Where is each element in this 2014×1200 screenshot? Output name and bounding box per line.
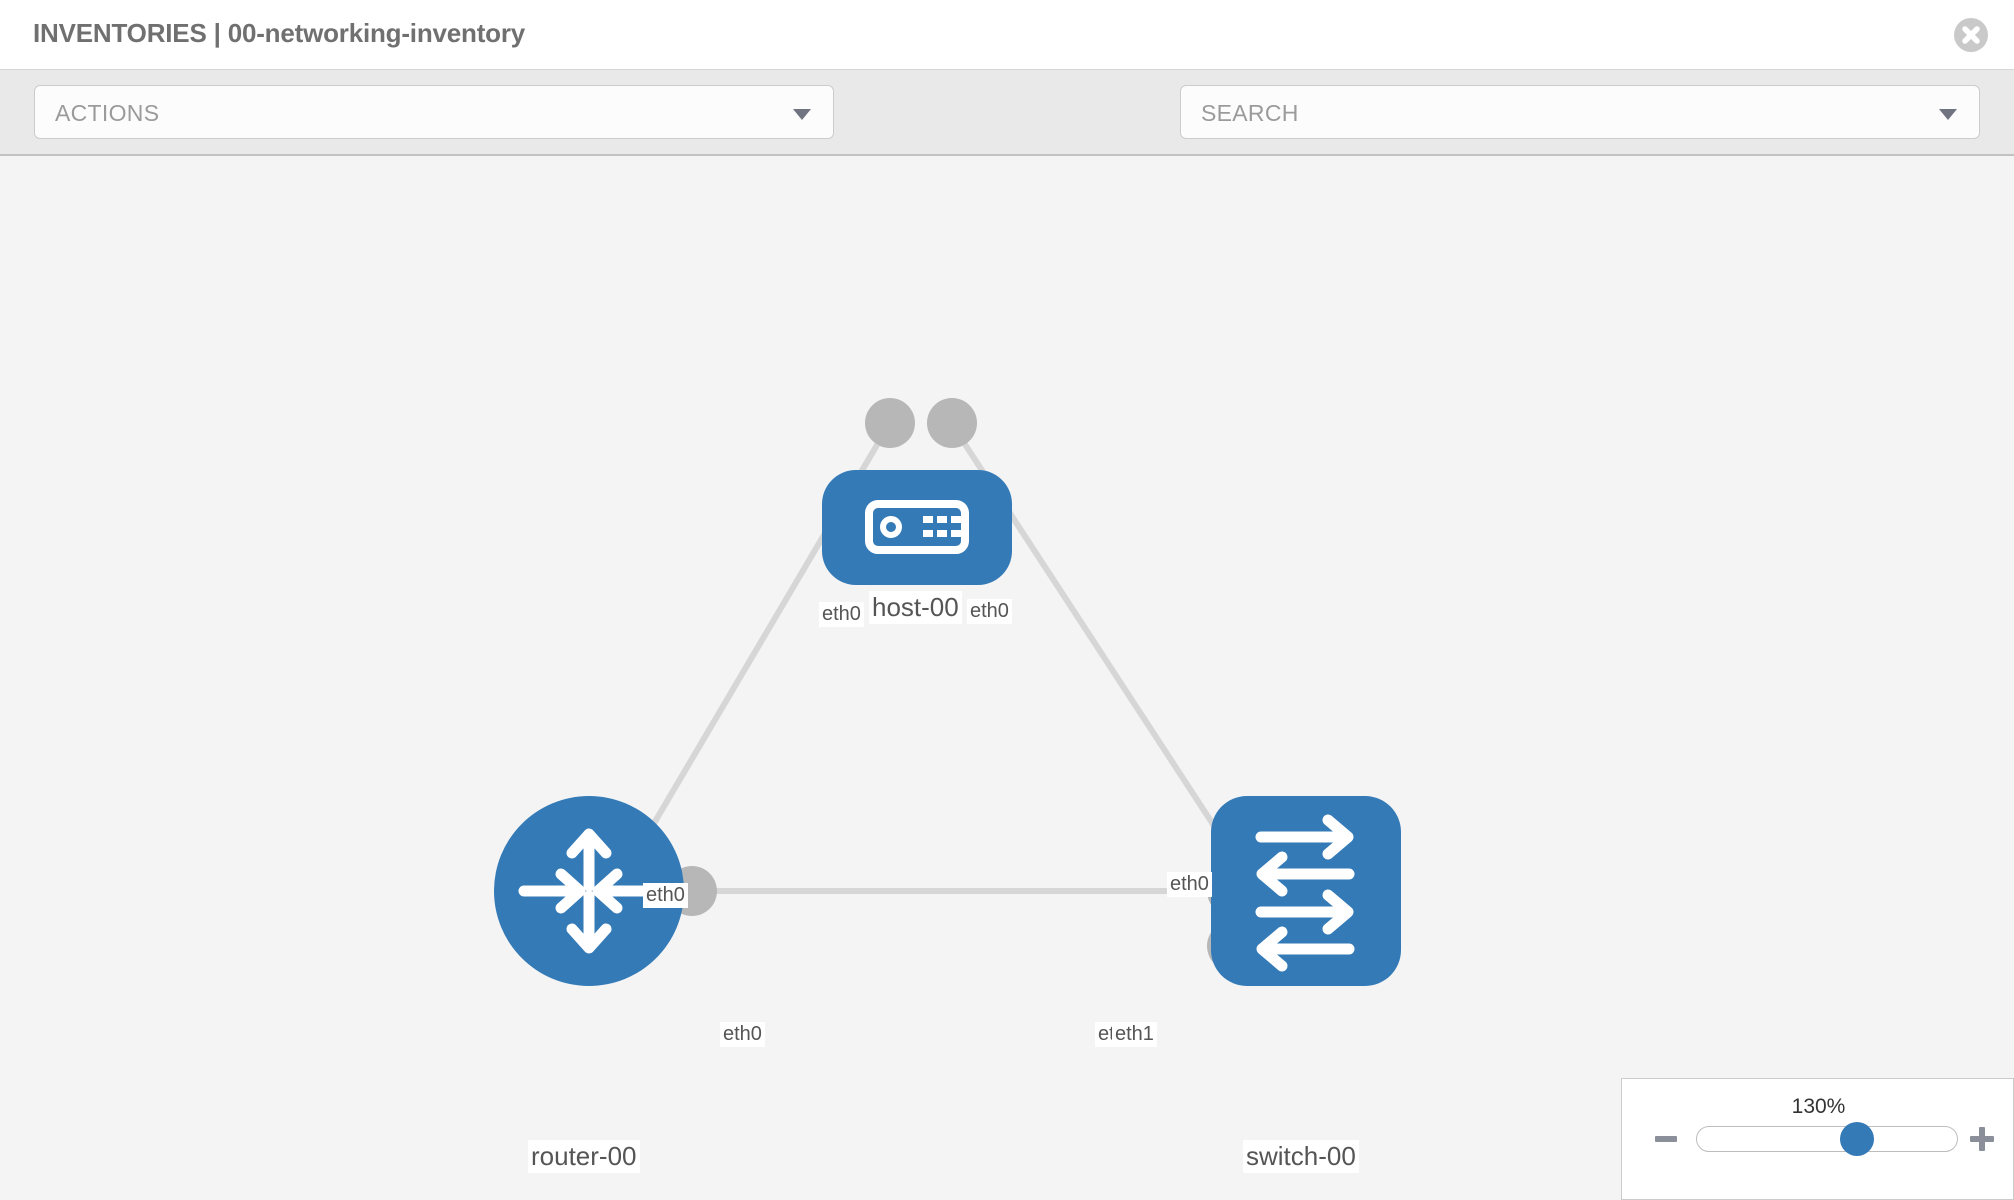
page-title: INVENTORIES | 00-networking-inventory — [33, 18, 526, 48]
node-switch-00[interactable] — [1211, 796, 1401, 986]
zoom-in-button[interactable] — [1970, 1127, 1994, 1151]
node-label-host-00: host-00 — [869, 591, 962, 624]
zoom-out-button[interactable] — [1655, 1136, 1677, 1142]
search-input[interactable]: SEARCH — [1180, 85, 1980, 139]
topology-canvas[interactable]: host-00 router-00 switch-00 eth0 eth0 et… — [0, 156, 2014, 1200]
iface-label-host-right: eth0 — [967, 599, 1012, 624]
chevron-down-icon — [793, 109, 811, 120]
endpoint-marker — [865, 398, 915, 448]
zoom-slider[interactable] — [1696, 1126, 1958, 1152]
topology-graph — [494, 398, 1401, 986]
router-icon — [518, 828, 660, 954]
toolbar: ACTIONS SEARCH — [0, 70, 2014, 203]
search-placeholder: SEARCH — [1201, 100, 1299, 126]
iface-label-host-left: eth0 — [819, 602, 864, 627]
switch-icon — [1255, 814, 1355, 972]
zoom-level-label: 130% — [1791, 1095, 1846, 1118]
zoom-control-panel: 130% — [1621, 1078, 2014, 1200]
actions-dropdown[interactable]: ACTIONS — [34, 85, 834, 139]
close-button[interactable] — [1954, 18, 1988, 52]
node-label-router-00: router-00 — [528, 1140, 640, 1173]
close-icon — [1962, 26, 1980, 44]
iface-label-router-right: eth0 — [720, 1022, 765, 1047]
node-host-00[interactable] — [822, 470, 1012, 585]
chevron-down-icon — [1939, 109, 1957, 120]
iface-label-switch-left-b: eth1 — [1112, 1022, 1157, 1047]
endpoint-marker — [927, 398, 977, 448]
page-header: INVENTORIES | 00-networking-inventory — [0, 0, 2014, 70]
actions-dropdown-label: ACTIONS — [55, 100, 160, 126]
node-router-00[interactable] — [494, 796, 684, 986]
server-icon — [865, 500, 969, 554]
iface-label-switch-up: eth0 — [1167, 872, 1212, 897]
node-label-switch-00: switch-00 — [1243, 1140, 1359, 1173]
iface-label-router-up: eth0 — [643, 883, 688, 908]
zoom-slider-thumb[interactable] — [1840, 1122, 1874, 1156]
